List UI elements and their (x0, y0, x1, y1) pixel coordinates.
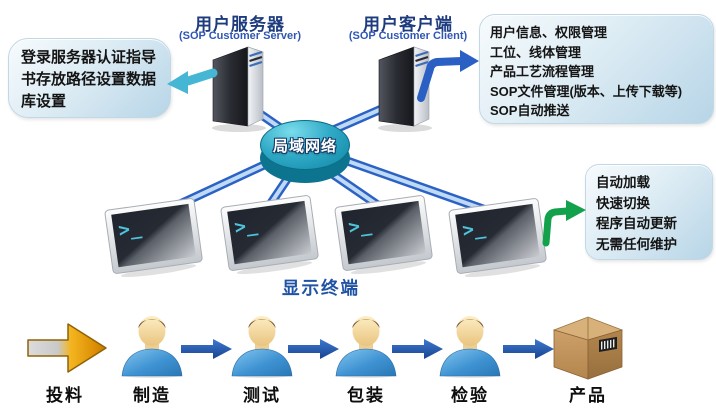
blue-arrow-icon (181, 338, 233, 360)
callout-line: 工位、线体管理 (490, 44, 582, 60)
callout-line: 程序自动更新 (596, 216, 677, 231)
terminal-benefits-callout: 自动加载 快速切换 程序自动更新 无需任何维护 (585, 164, 713, 260)
step-label-test: 测试 (243, 386, 281, 405)
terminals-label: 显示终端 (282, 278, 360, 298)
worker-icon (116, 312, 188, 378)
green-elbow-arrow-icon (542, 200, 586, 247)
terminal-monitor-icon: >_ (103, 197, 204, 281)
terminal-monitor-icon: >_ (447, 197, 548, 281)
blue-arrow-icon (503, 338, 555, 360)
blue-elbow-arrow-icon (417, 50, 479, 102)
gold-arrow-icon (26, 316, 110, 380)
server-title: 用户服务器 (195, 15, 285, 34)
callout-line: 书存放路径设置数据 (21, 71, 157, 88)
callout-line: 库设置 (21, 93, 67, 110)
client-title: 用户客户端 (363, 15, 453, 34)
terminal-monitor-icon: >_ (333, 194, 434, 278)
lan-hub-label: 局域网络 (272, 137, 337, 155)
blue-arrow-icon (288, 338, 340, 360)
callout-line: SOP文件管理(版本、上传下载等) (490, 83, 683, 99)
callout-line: 登录服务器认证指导 (21, 49, 157, 66)
terminal-monitor-icon: >_ (219, 194, 320, 278)
worker-icon (434, 312, 506, 378)
worker-icon (226, 312, 298, 378)
terminal-prompt-glyph: >_ (347, 214, 373, 239)
client-features-callout: 用户信息、权限管理 工位、线体管理 产品工艺流程管理 SOP文件管理(版本、上传… (479, 14, 714, 124)
terminal-prompt-glyph: >_ (233, 214, 259, 239)
teal-left-arrow-icon (167, 68, 218, 94)
client-tower-icon (369, 40, 439, 132)
terminal-prompt-glyph: >_ (117, 217, 143, 242)
step-label-packaging: 包装 (347, 386, 385, 405)
carton-box-icon (547, 306, 629, 380)
callout-line: 产品工艺流程管理 (490, 64, 595, 79)
worker-icon (330, 312, 402, 378)
step-label-inspection: 检验 (451, 386, 489, 405)
callout-line: 自动加载 (596, 175, 650, 190)
server-config-callout: 登录服务器认证指导 书存放路径设置数据 库设置 (8, 38, 171, 118)
callout-line: SOP自动推送 (490, 103, 570, 118)
callout-line: 用户信息、权限管理 (490, 25, 608, 40)
client-subtitle: (SOP Customer Client) (348, 30, 468, 42)
lan-hub: 局域网络 (260, 120, 350, 170)
callout-line: 快速切换 (596, 195, 650, 211)
step-label-product: 产品 (569, 386, 607, 405)
callout-line: 无需任何维护 (596, 236, 677, 252)
step-label-feeding: 投料 (46, 386, 84, 405)
blue-arrow-icon (392, 338, 444, 360)
server-subtitle: (SOP Customer Server) (178, 30, 302, 42)
terminal-prompt-glyph: >_ (461, 217, 487, 242)
server-tower-icon (203, 40, 273, 132)
step-label-manufacture: 制造 (133, 386, 171, 405)
